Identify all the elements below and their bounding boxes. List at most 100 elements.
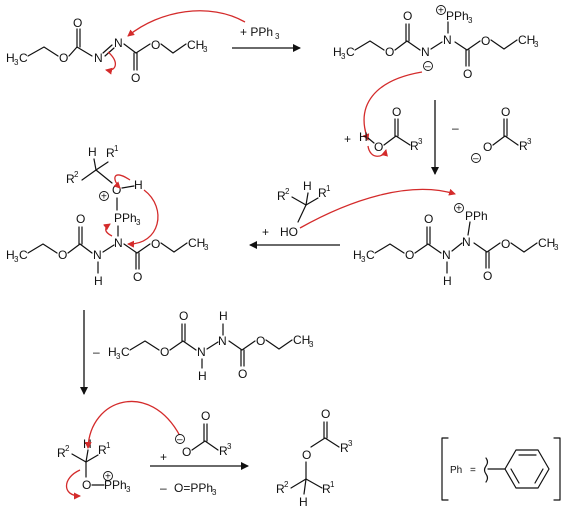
bond (467, 221, 471, 236)
ester-product: R 2 R 1 H O O R 3 (276, 407, 353, 509)
bond (414, 243, 442, 254)
bond (394, 40, 421, 51)
label-o: O (405, 248, 414, 262)
bond (85, 454, 99, 463)
acid-plus: + (344, 132, 351, 146)
label-pph3: PPh (446, 9, 469, 23)
negative-charge-icon (471, 153, 481, 163)
label-o: O (151, 237, 160, 251)
bond (510, 242, 538, 253)
hydrazine-minus: – (93, 345, 100, 359)
mechanism-arrow (299, 188, 456, 229)
label-o: O (483, 140, 492, 154)
label-sup: 3 (348, 439, 353, 448)
label-r: R (276, 482, 285, 496)
bond (310, 437, 340, 448)
acid-minus: – (452, 121, 459, 135)
legend-bracket-left (441, 437, 449, 501)
label-h: H (443, 274, 452, 288)
acid-deprotonation: + H O O R 3 – – O O R 3 (344, 105, 532, 165)
alcohol-plus: + (262, 225, 269, 239)
bond (265, 339, 293, 350)
label-sup: 2 (285, 187, 290, 196)
bond (93, 158, 97, 171)
bond (228, 340, 256, 351)
label-n: N (218, 334, 227, 348)
label-h: H (134, 178, 143, 192)
label-ch: CH (538, 236, 555, 250)
bond (191, 440, 219, 451)
label-pph3: PPh (465, 209, 488, 223)
tppo-sub: 3 (212, 488, 217, 497)
bond (102, 44, 113, 54)
wavy-bond-icon (483, 457, 489, 483)
bond (85, 449, 89, 463)
bond (160, 242, 188, 253)
label-c: C (19, 51, 28, 65)
label-o: O (151, 38, 160, 52)
label-h: H (83, 437, 92, 451)
label-o: O (58, 248, 67, 262)
label-sub: 3 (14, 255, 19, 264)
label-sub: 3 (341, 52, 346, 61)
bond (454, 40, 481, 51)
bond (169, 340, 197, 351)
label-o: O (501, 237, 510, 251)
hydrazine-byproduct: – H 3 C O O N H N H O O CH 3 (93, 309, 314, 383)
bond (490, 39, 518, 50)
bond (121, 185, 135, 189)
label-ch: CH (518, 33, 535, 47)
label-h: H (359, 130, 368, 144)
label-o: O (59, 51, 68, 65)
label-o: O (201, 409, 210, 423)
positive-charge-icon (99, 191, 109, 201)
bond (81, 169, 97, 181)
label-o: O (238, 367, 247, 381)
mechanism-arrow (65, 469, 81, 500)
charge-plus: + (105, 472, 111, 483)
label-o: O (403, 9, 412, 23)
betaine-intermediate: H 3 C O O N N PPh 3 + – O O CH 3 (333, 5, 539, 141)
label-pph3: PPh (104, 478, 127, 492)
label-o: O (321, 407, 330, 421)
bond (104, 47, 115, 57)
alkoxyphosphonium-complex: R 2 H R 1 O + H PPh 3 N H 3 C O O N H (6, 144, 209, 288)
label-h: H (353, 248, 362, 262)
mechanism-arrow (367, 145, 388, 157)
label-o: O (302, 448, 311, 462)
label-r: R (322, 482, 331, 496)
bond (297, 204, 307, 223)
bond (383, 135, 411, 146)
bond (451, 242, 463, 252)
bond (473, 242, 501, 253)
label-ch: CH (188, 236, 205, 250)
label-n: N (443, 33, 452, 47)
reagent-sub: 3 (275, 32, 280, 41)
bond (303, 478, 307, 495)
label-c: C (366, 248, 375, 262)
label-sub: 3 (116, 352, 121, 361)
bond (374, 243, 405, 254)
label-n: N (114, 36, 123, 50)
label-ch: CH (187, 38, 204, 52)
legend-label: Ph (450, 465, 462, 476)
bond (68, 46, 93, 57)
bond (160, 43, 187, 54)
bond (291, 196, 307, 206)
charge-minus: – (425, 62, 431, 73)
label-ho: HO (280, 225, 298, 239)
label-o: O (112, 183, 121, 197)
mechanism-arrow (105, 51, 116, 75)
label-o: O (82, 478, 91, 492)
label-n: N (114, 236, 123, 250)
benzene-ring-icon (504, 449, 550, 489)
label-r: R (277, 189, 286, 203)
bond (492, 135, 519, 146)
label-sub: 3 (14, 58, 19, 67)
label-h: H (303, 179, 312, 193)
label-sub: 3 (468, 16, 473, 25)
bond (27, 243, 58, 254)
label-sub: 3 (554, 243, 559, 252)
